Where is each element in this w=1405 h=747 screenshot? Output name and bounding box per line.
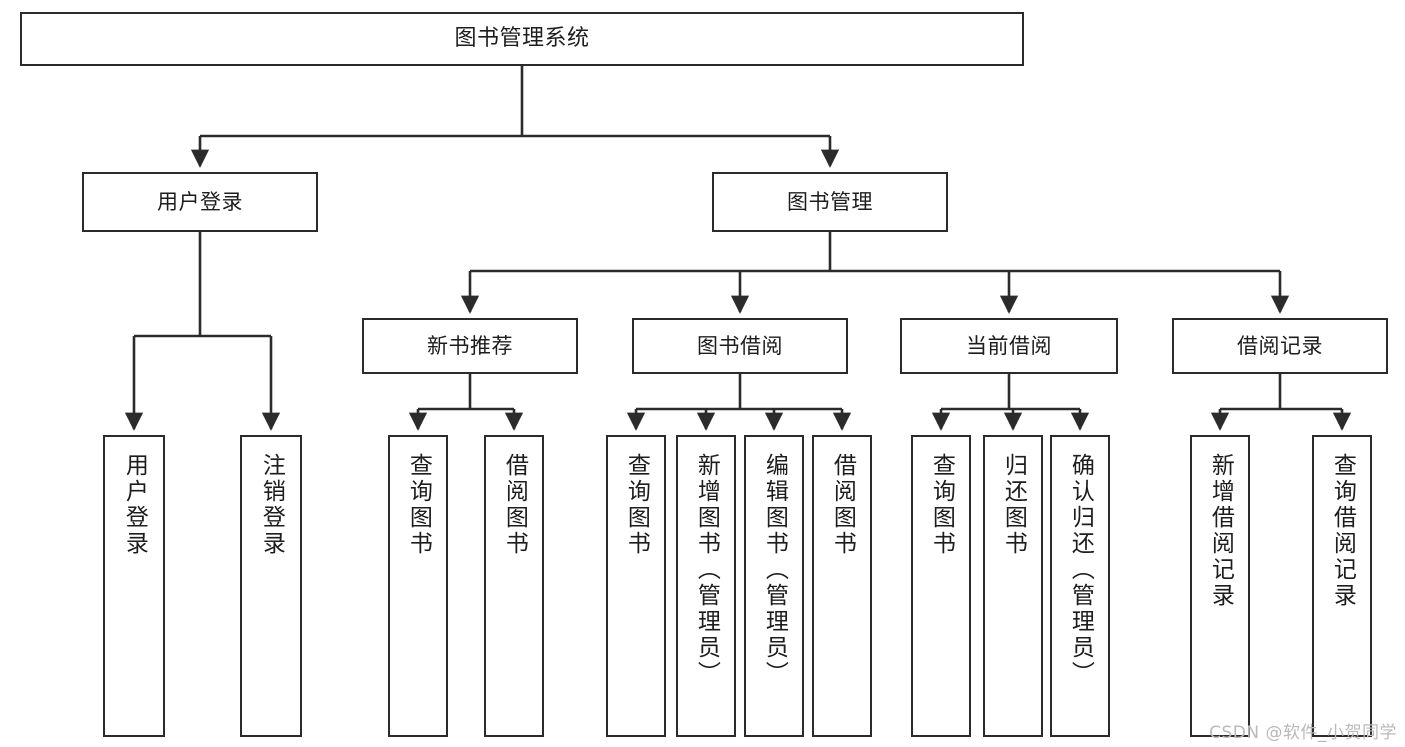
node-label: 用户登录 <box>121 453 148 557</box>
leaf-node-confirm-return-admin[interactable]: 确认归还（管理员） <box>1050 435 1110 737</box>
leaf-node-edit-book-admin[interactable]: 编辑图书（管理员） <box>744 435 804 737</box>
leaf-node-add-borrow-record[interactable]: 新增借阅记录 <box>1190 435 1250 737</box>
node-new-book-recommend[interactable]: 新书推荐 <box>362 318 578 374</box>
leaf-node-add-book-admin[interactable]: 新增图书（管理员） <box>676 435 736 737</box>
leaf-node-borrow-book[interactable]: 借阅图书 <box>812 435 872 737</box>
node-book-manage[interactable]: 图书管理 <box>712 172 948 232</box>
node-label: 图书借阅 <box>697 333 783 358</box>
leaf-node-query-borrow-record[interactable]: 查询借阅记录 <box>1312 435 1372 737</box>
node-label: 借阅图书 <box>829 453 856 557</box>
node-current-borrow[interactable]: 当前借阅 <box>900 318 1118 374</box>
leaf-node-user-login[interactable]: 用户登录 <box>103 435 165 737</box>
node-label: 新书推荐 <box>427 333 513 358</box>
node-label: 查询图书 <box>928 453 955 557</box>
leaf-node-query-book-rec[interactable]: 查询图书 <box>388 435 448 737</box>
node-label: 图书管理系统 <box>454 26 590 52</box>
node-label: 借阅图书 <box>501 453 528 557</box>
leaf-node-query-book-current[interactable]: 查询图书 <box>911 435 971 737</box>
node-label: 图书管理 <box>787 189 873 214</box>
node-label: 借阅记录 <box>1237 333 1323 358</box>
node-label: 查询图书 <box>623 453 650 557</box>
node-label: 当前借阅 <box>966 333 1052 358</box>
node-borrow-record[interactable]: 借阅记录 <box>1172 318 1388 374</box>
leaf-node-logout-login[interactable]: 注销登录 <box>240 435 302 737</box>
leaf-node-query-book-borrow[interactable]: 查询图书 <box>606 435 666 737</box>
node-label: 查询借阅记录 <box>1329 453 1356 609</box>
node-label: 查询图书 <box>405 453 432 557</box>
node-label: 编辑图书（管理员） <box>761 453 788 687</box>
node-label: 确认归还（管理员） <box>1067 453 1094 687</box>
node-label: 新增借阅记录 <box>1207 453 1234 609</box>
node-user-login[interactable]: 用户登录 <box>82 172 318 232</box>
node-label: 归还图书 <box>1000 453 1027 557</box>
leaf-node-return-book[interactable]: 归还图书 <box>983 435 1043 737</box>
node-root-system[interactable]: 图书管理系统 <box>20 12 1024 66</box>
node-book-borrow[interactable]: 图书借阅 <box>632 318 848 374</box>
node-label: 用户登录 <box>157 189 243 214</box>
csdn-watermark: CSDN @软件_小贺同学 <box>1209 723 1397 743</box>
node-label: 注销登录 <box>258 453 285 557</box>
node-label: 新增图书（管理员） <box>693 453 720 687</box>
leaf-node-borrow-book-rec[interactable]: 借阅图书 <box>484 435 544 737</box>
